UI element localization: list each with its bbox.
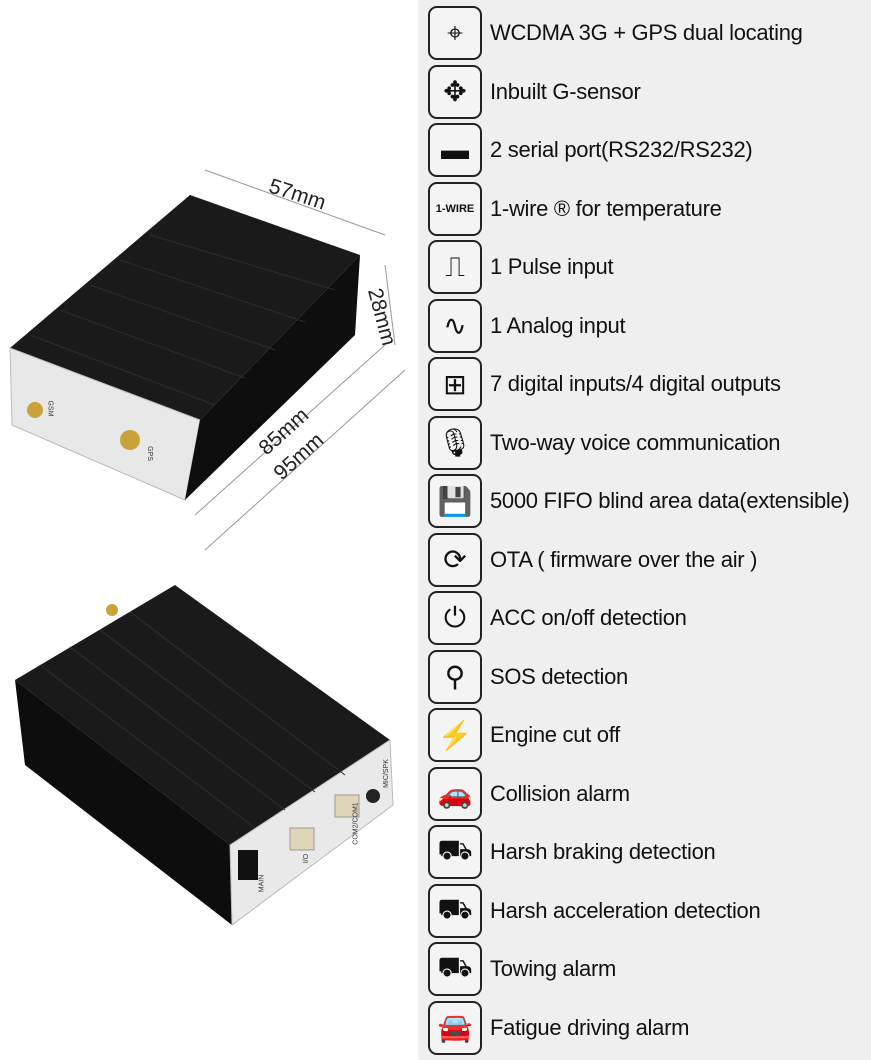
- feature-label: Towing alarm: [490, 956, 617, 981]
- floppy-disk-icon: 💾: [428, 474, 482, 528]
- gsm-label: GSM: [46, 400, 54, 417]
- feature-label: ACC on/off detection: [490, 605, 687, 630]
- feature-item: ✥ Inbuilt G-sensor: [428, 64, 641, 120]
- feature-label: 7 digital inputs/4 digital outputs: [490, 371, 781, 396]
- pulse-icon: ⎍: [428, 240, 482, 294]
- feature-list: ⌖ WCDMA 3G + GPS dual locating ✥ Inbuilt G-…: [418, 0, 871, 1060]
- feature-item: ⛟ Harsh acceleration detection: [428, 883, 761, 939]
- power-icon: ⏻: [428, 591, 482, 645]
- feature-label: 1-wire ® for temperature: [490, 195, 722, 221]
- feature-item: ∿ 1 Analog input: [428, 298, 626, 354]
- engine-icon: ⚡: [428, 708, 482, 762]
- feature-item: ⊞ 7 digital inputs/4 digital outputs: [428, 356, 781, 412]
- feature-label: Engine cut off: [490, 722, 620, 747]
- feature-label: Harsh braking detection: [490, 839, 716, 864]
- feature-item: ⛟ Towing alarm: [428, 941, 616, 997]
- feature-item: ⚡ Engine cut off: [428, 707, 620, 763]
- g-sensor-icon: ✥: [428, 64, 482, 119]
- feature-label: Fatigue driving alarm: [490, 1014, 690, 1040]
- feature-label: 1 Pulse input: [490, 254, 614, 279]
- device-top-view: [9, 169, 406, 551]
- feature-item: 🚗 Collision alarm: [428, 766, 630, 822]
- fatigue-car-icon: 🚘: [428, 1000, 482, 1055]
- acceleration-car-icon: ⛟: [428, 883, 482, 938]
- io-port-label: I/O: [303, 853, 311, 864]
- device-rear-view: [15, 585, 394, 926]
- location-pin-icon: ⌖: [428, 6, 482, 60]
- feature-label: 2 serial port(RS232/RS232): [490, 137, 753, 162]
- feature-label: Two-way voice communication: [490, 429, 781, 455]
- gps-label: GPS: [145, 446, 153, 461]
- com-port-label: COM2/COM1: [352, 802, 360, 845]
- one-wire-icon: 1-WIRE: [428, 181, 482, 236]
- network-icon: ⊞: [428, 357, 482, 411]
- feature-item: 💾 5000 FIFO blind area data(extensible): [428, 473, 850, 529]
- feature-label: Inbuilt G-sensor: [490, 78, 641, 104]
- microphone-icon: 🎙: [428, 415, 482, 470]
- feature-item: 1-WIRE 1-wire ® for temperature: [428, 181, 722, 237]
- feature-item: ⟳ OTA ( firmware over the air ): [428, 532, 757, 588]
- feature-item: ⚲ SOS detection: [428, 649, 628, 705]
- feature-label: 1 Analog input: [490, 312, 626, 338]
- main-port-label: MAIN: [258, 874, 266, 893]
- serial-port-icon: ▬: [428, 123, 482, 177]
- sos-pin-icon: ⚲: [428, 649, 482, 704]
- feature-label: SOS detection: [490, 663, 628, 689]
- ota-update-icon: ⟳: [428, 532, 482, 587]
- feature-item: ⎍ 1 Pulse input: [428, 239, 614, 295]
- feature-label: OTA ( firmware over the air ): [490, 546, 758, 572]
- product-images: 57mm 28mm 85mm 95mm GSM GPS MAIN I/O COM…: [0, 0, 418, 1060]
- braking-car-icon: ⛟: [428, 825, 482, 879]
- feature-label: WCDMA 3G + GPS dual locating: [490, 20, 803, 45]
- feature-item: ⏻ ACC on/off detection: [428, 590, 687, 646]
- feature-item: 🎙 Two-way voice communication: [428, 415, 781, 471]
- tow-truck-icon: ⛟: [428, 942, 482, 996]
- feature-label: 5000 FIFO blind area data(extensible): [490, 488, 850, 513]
- gsm-antenna-connector: [27, 402, 43, 418]
- feature-item: ⛟ Harsh braking detection: [428, 824, 716, 880]
- feature-label: Collision alarm: [490, 780, 630, 806]
- feature-item: ⌖ WCDMA 3G + GPS dual locating: [428, 5, 803, 61]
- mic-port-label: MIC/SPK: [382, 759, 390, 788]
- feature-item: 🚘 Fatigue driving alarm: [428, 1000, 689, 1056]
- gps-antenna-connector: [120, 430, 140, 450]
- feature-item: ▬ 2 serial port(RS232/RS232): [428, 122, 753, 178]
- feature-label: Harsh acceleration detection: [490, 897, 761, 923]
- analog-wave-icon: ∿: [428, 298, 482, 353]
- collision-car-icon: 🚗: [428, 766, 482, 821]
